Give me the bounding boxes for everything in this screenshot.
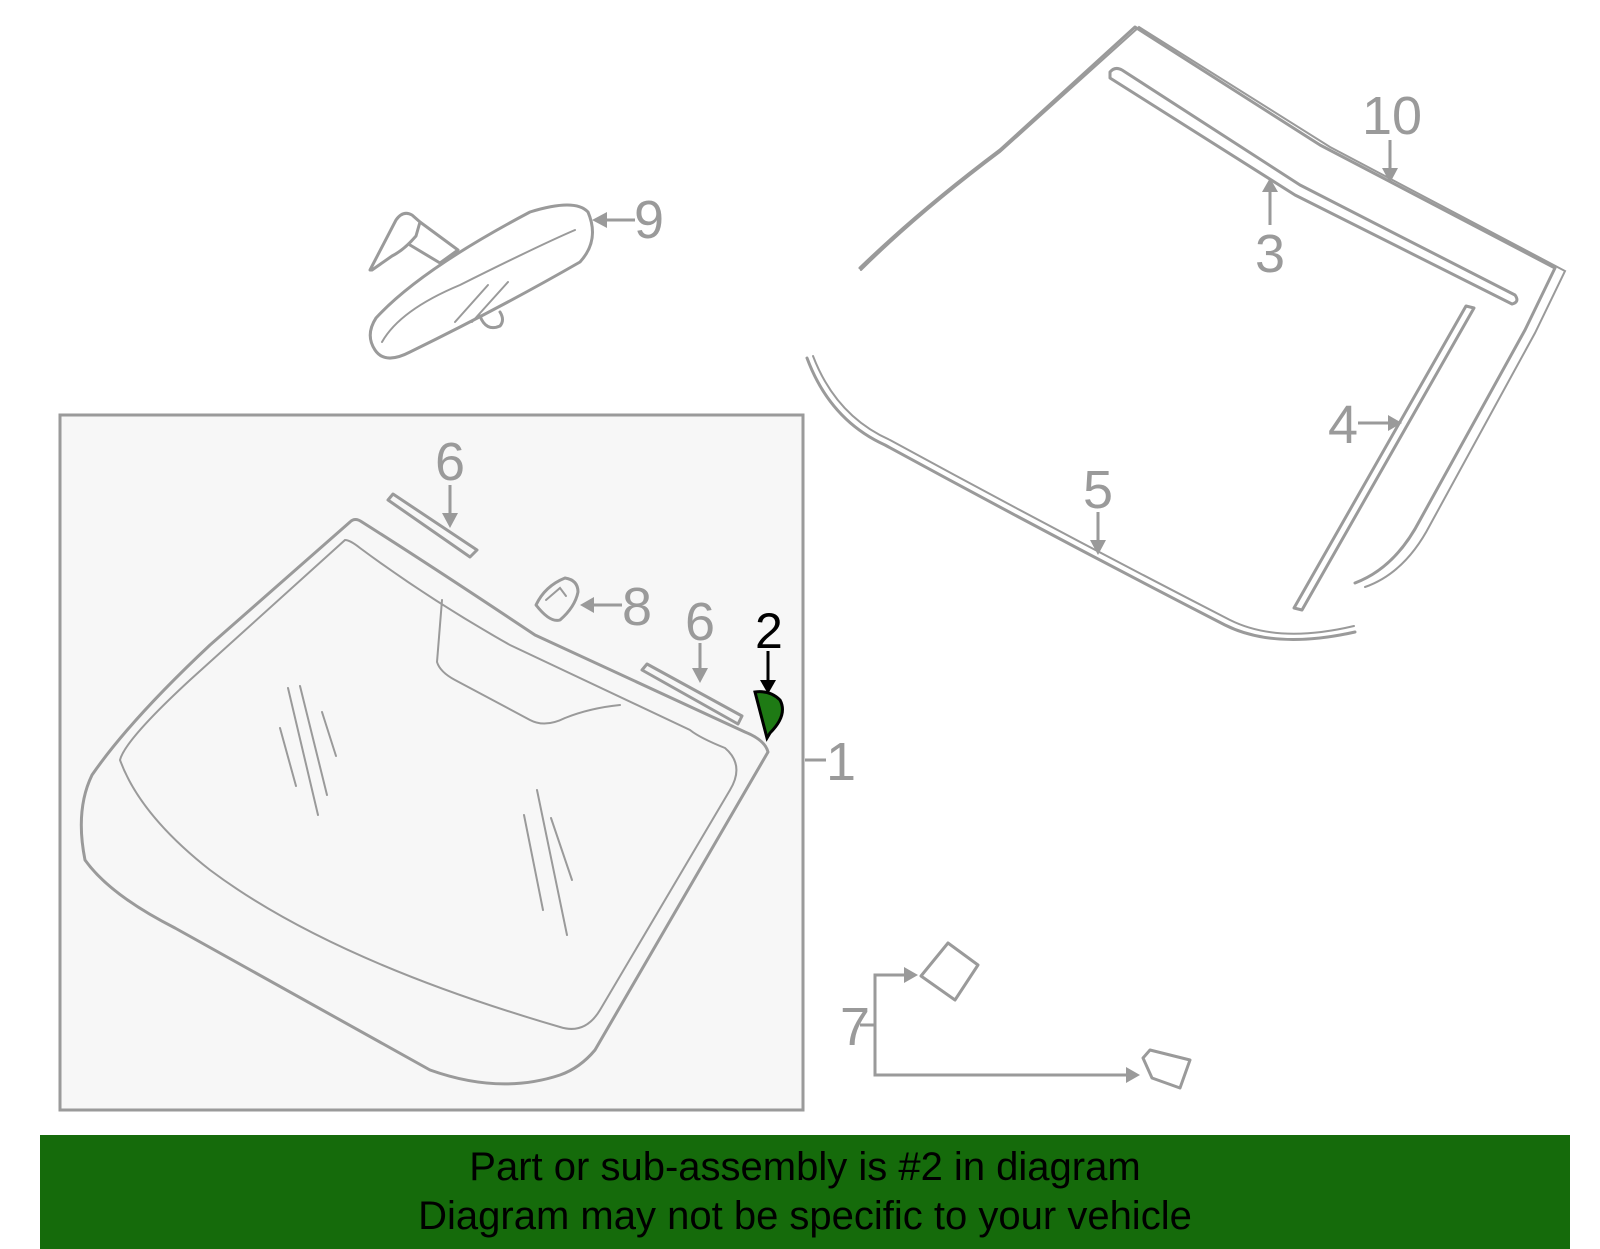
callout-9: 9	[634, 190, 664, 250]
trim-strip-upper[interactable]	[386, 492, 479, 559]
rearview-mirror[interactable]	[368, 203, 594, 360]
clip-lower[interactable]	[1141, 1048, 1192, 1090]
footer-line-1: Part or sub-assembly is #2 in diagram	[469, 1145, 1141, 1189]
callout-2: 2	[755, 603, 783, 659]
callout-5: 5	[1083, 460, 1113, 520]
upper-moulding-strip[interactable]	[1108, 66, 1519, 306]
sensor-cover[interactable]	[534, 576, 580, 622]
callout-8: 8	[622, 577, 652, 637]
trim-strip-lower[interactable]	[640, 662, 744, 726]
outer-moulding[interactable]	[858, 25, 1567, 588]
callout-6-upper: 6	[435, 432, 465, 492]
callout-7: 7	[840, 997, 870, 1057]
lower-moulding[interactable]	[805, 355, 1357, 642]
clip-upper[interactable]	[919, 941, 980, 1002]
callout-6-lower: 6	[685, 592, 715, 652]
side-moulding[interactable]	[1292, 304, 1476, 612]
callout-1: 1	[826, 732, 856, 792]
callout-10: 10	[1362, 86, 1422, 146]
callout-3: 3	[1255, 224, 1285, 284]
footer-line-2: Diagram may not be specific to your vehi…	[418, 1194, 1192, 1238]
windshield-glass[interactable]	[79, 518, 770, 1086]
callout-4: 4	[1328, 395, 1358, 455]
highlighted-part-2[interactable]	[753, 690, 784, 742]
footer-banner: Part or sub-assembly is #2 in diagram Di…	[40, 1135, 1570, 1249]
